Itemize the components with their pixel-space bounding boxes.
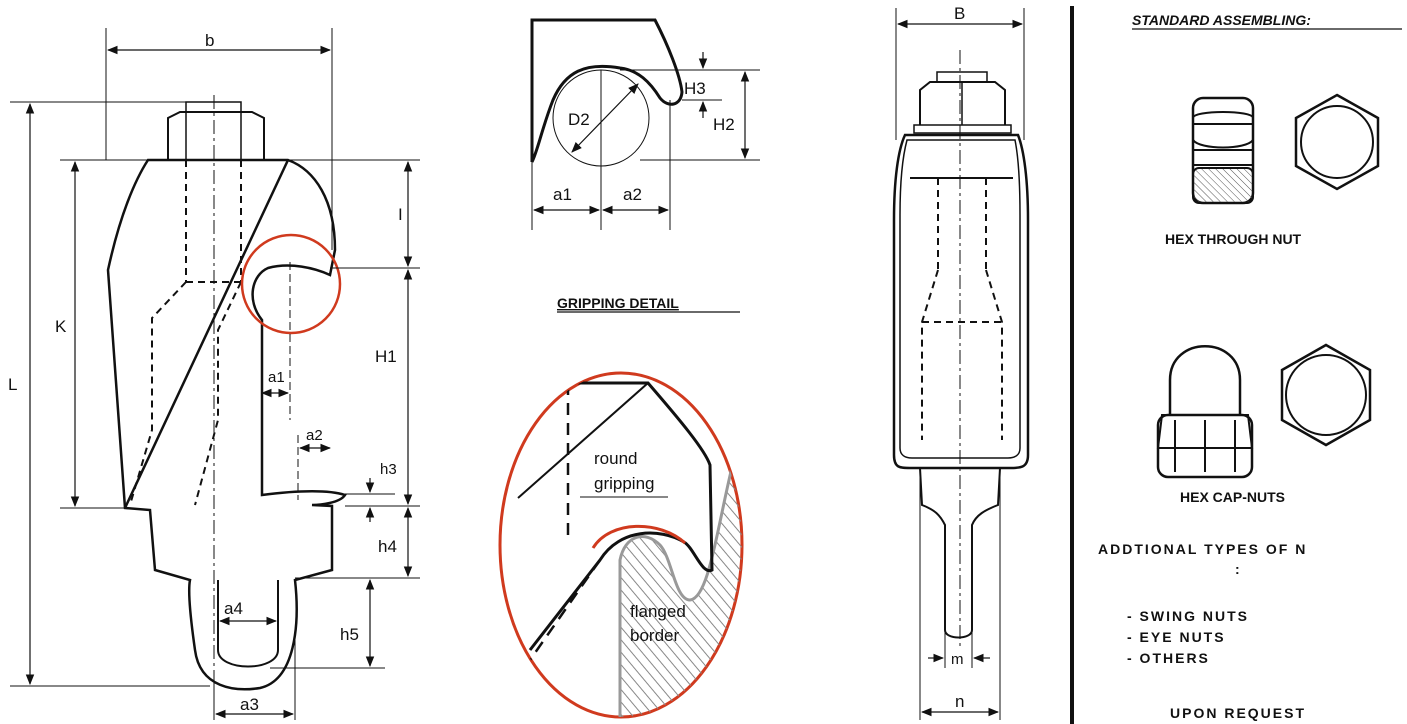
nut-type-item: - EYE NUTS [1127,629,1226,645]
dim-h4-label: h4 [378,537,397,556]
assembly-title: STANDARD ASSEMBLING: [1132,12,1311,28]
profile-dimension-labels: D2 H3 H2 a1 a2 [553,79,735,204]
dim-H3-label: H3 [684,79,706,98]
flanged-border-label-1: flanged [630,602,686,621]
upon-request-label: UPON REQUEST [1170,705,1306,721]
dim-L-label: L [8,375,17,394]
round-gripping-label-1: round [594,449,637,468]
dim-H1-label: H1 [375,347,397,366]
dim-n-label: n [955,692,964,711]
clamp-side-view [892,8,1030,720]
dim-I-label: I [398,205,403,224]
cap-nut-label: HEX CAP-NUTS [1180,489,1285,505]
dim-a4-label: a4 [224,599,243,618]
round-gripping-label-2: gripping [594,474,655,493]
dim-a3-label: a3 [240,695,259,714]
dim-D2-label: D2 [568,110,590,129]
profile-detail [530,18,760,230]
gripping-detail-title: GRIPPING DETAIL [557,295,679,311]
additional-types-title: ADDTIONAL TYPES OF N [1098,541,1307,557]
dim-a1-label: a1 [268,369,285,386]
clamp-dimension-labels: b L K I H1 a1 a2 h3 h4 a4 h5 a3 [8,31,403,714]
assembly-panel: STANDARD ASSEMBLING: HEX THROUGH NUT [1098,12,1402,721]
flanged-border-label-2: border [630,626,679,645]
gripping-detail-labels: round gripping flanged border [594,449,686,645]
through-nut-label: HEX THROUGH NUT [1165,231,1302,247]
nut-type-item: - SWING NUTS [1127,608,1249,624]
dim-profile-a2-label: a2 [623,185,642,204]
side-view-labels: B m n [951,4,965,711]
dim-m-label: m [951,651,964,668]
hex-through-nut-top-icon [1294,93,1380,191]
dim-B-label: B [954,4,965,23]
nut-type-item: - OTHERS [1127,650,1210,666]
dim-H2-label: H2 [713,115,735,134]
hex-through-nut-side-icon [1191,96,1255,205]
hex-cap-nut-side-icon [1156,345,1254,479]
dim-b-label: b [205,31,214,50]
dim-a2-label: a2 [306,427,323,444]
dim-profile-a1-label: a1 [553,185,572,204]
gripping-detail-view [498,371,744,719]
dim-K-label: K [55,317,67,336]
dim-h5-label: h5 [340,625,359,644]
clamp-front-view [10,28,420,720]
hex-cap-nut-top-icon [1280,343,1372,447]
dim-h3-label: h3 [380,461,397,478]
additional-types-colon: : [1235,561,1242,577]
